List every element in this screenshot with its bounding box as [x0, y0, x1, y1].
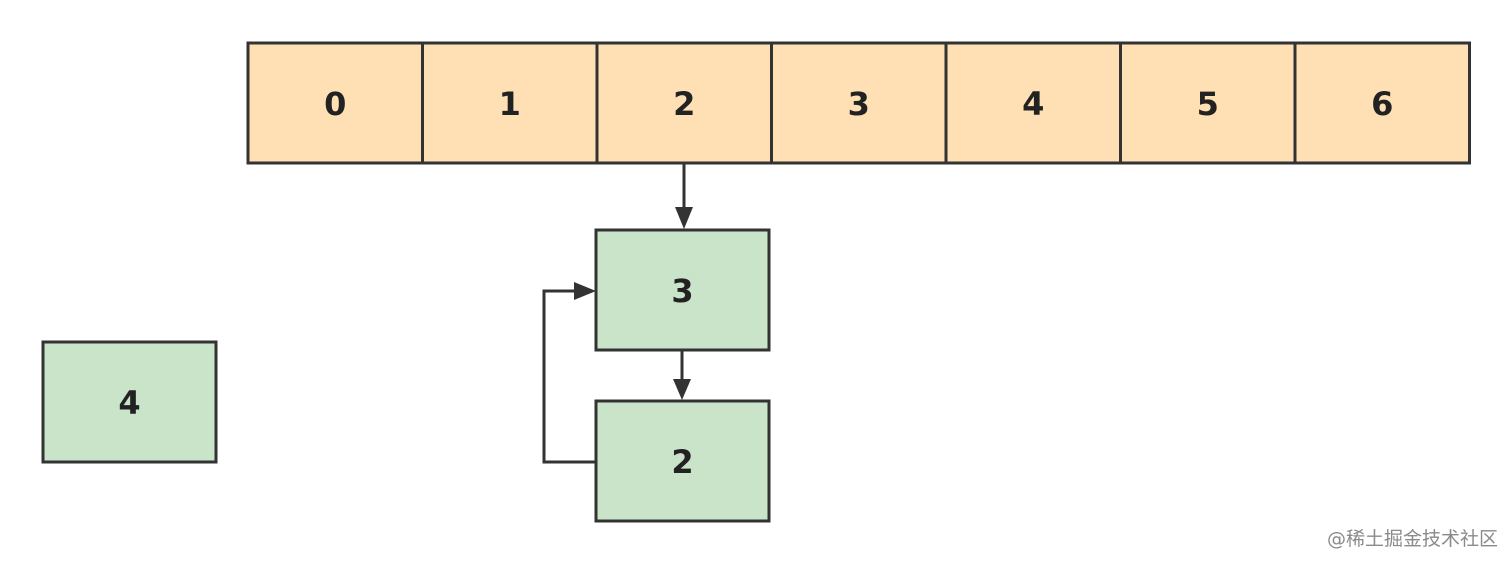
bucket-cell	[595, 41, 773, 165]
watermark-label: @稀土掘金技术社区	[1326, 528, 1498, 550]
node-label: 3	[671, 272, 693, 310]
bucket-label: 0	[324, 85, 346, 123]
arrowhead-icon	[574, 282, 596, 300]
node-box	[594, 228, 771, 352]
node-label: 4	[118, 384, 140, 422]
node-box	[41, 340, 218, 464]
arrowhead-icon	[673, 379, 691, 400]
bucket-4: 4	[944, 41, 1122, 165]
bucket-cell	[944, 41, 1122, 165]
bucket-6: 6	[1293, 41, 1471, 165]
bucket-to-node-arrow	[675, 163, 693, 229]
bucket-3: 3	[770, 41, 948, 165]
node-box	[594, 399, 771, 523]
bucket-2: 2	[595, 41, 773, 165]
bucket-label: 2	[673, 85, 695, 123]
bucket-cell	[246, 41, 424, 165]
bucket-cell	[421, 41, 599, 165]
chain-node-top: 3	[594, 228, 771, 352]
bucket-label: 3	[848, 85, 870, 123]
bucket-label: 4	[1022, 85, 1044, 123]
next-pointer-arrow	[673, 350, 691, 400]
bucket-0: 0	[246, 41, 424, 165]
bucket-label: 5	[1197, 85, 1219, 123]
bucket-cell	[1293, 41, 1471, 165]
bucket-5: 5	[1119, 41, 1297, 165]
chain-node-bottom: 2	[594, 399, 771, 523]
bucket-label: 1	[499, 85, 521, 123]
arrowhead-icon	[675, 207, 693, 229]
bucket-1: 1	[421, 41, 599, 165]
cycle-back-arrow	[542, 282, 596, 464]
node-label: 2	[671, 443, 693, 481]
bucket-array: 0 1 2 3 4 5 6	[246, 41, 1471, 165]
detached-node: 4	[41, 340, 218, 464]
bucket-cell	[1119, 41, 1297, 165]
arrow-line	[542, 289, 596, 464]
bucket-label: 6	[1371, 85, 1393, 123]
